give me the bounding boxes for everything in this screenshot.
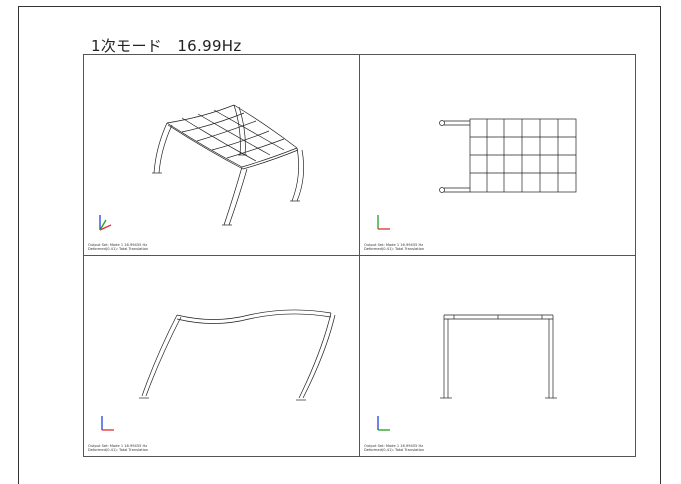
views-grid: Output Set: Mode 1 16.99455 Hz Deformed(… — [83, 54, 636, 457]
isometric-mode-shape — [99, 104, 304, 231]
output-caption: Output Set: Mode 1 16.99455 Hz Deformed(… — [364, 444, 425, 452]
output-caption: Output Set: Mode 1 16.99455 Hz Deformed(… — [364, 243, 425, 251]
view-pane-side: Output Set: Mode 1 16.99455 Hz Deformed(… — [84, 256, 359, 457]
view-pane-isometric: Output Set: Mode 1 16.99455 Hz Deformed(… — [84, 55, 359, 255]
output-caption: Output Set: Mode 1 16.99455 Hz Deformed(… — [88, 243, 149, 251]
document-frame — [18, 6, 661, 484]
view-pane-top: Output Set: Mode 1 16.99455 Hz Deformed(… — [360, 55, 635, 255]
axis-triad-icon — [377, 215, 390, 230]
page-title: 1次モード 16.99Hz — [91, 37, 242, 55]
front-view-mode-shape — [377, 314, 557, 431]
axis-triad-icon — [377, 416, 390, 431]
axis-triad-icon — [99, 215, 112, 231]
axis-triad-icon — [101, 416, 114, 431]
top-view-mode-shape — [377, 118, 577, 230]
grid-divider-horizontal — [84, 255, 635, 256]
side-view-mode-shape — [101, 309, 336, 431]
view-pane-front: Output Set: Mode 1 16.99455 Hz Deformed(… — [360, 256, 635, 457]
output-caption: Output Set: Mode 1 16.99455 Hz Deformed(… — [88, 444, 149, 452]
